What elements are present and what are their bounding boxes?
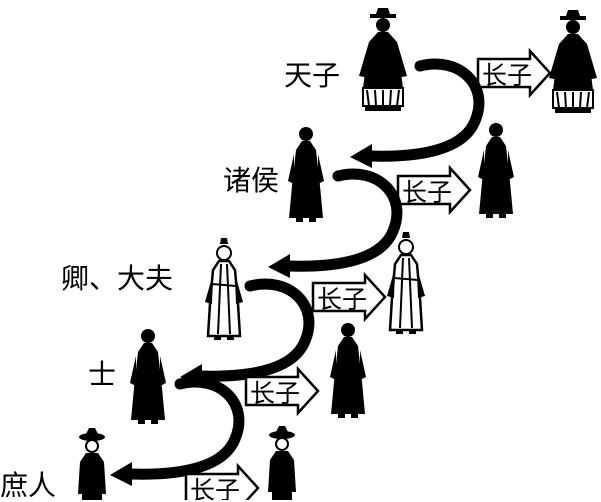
successor-label-tianzi: 长子 (482, 61, 532, 90)
rank-label-tianzi: 天子 (284, 59, 341, 92)
descent-arrow-4 (110, 382, 239, 486)
successor-label-shuren: 长子 (190, 476, 240, 500)
feudal-lord-heir-figure (478, 123, 514, 218)
successor-label-shi: 长子 (250, 379, 300, 408)
minister-figure (203, 236, 245, 342)
feudal-lord-figure (288, 127, 324, 222)
rank-label-qing-dafu: 卿、大夫 (61, 262, 174, 295)
successor-label-qing-dafu: 长子 (317, 285, 367, 314)
descent-arrow-3 (180, 284, 309, 388)
descent-arrow-2 (268, 174, 397, 278)
minister-heir-figure (385, 230, 427, 336)
rank-label-shuren: 庶人 (0, 469, 57, 502)
emperor-heir-figure (548, 9, 598, 114)
emperor-figure (358, 7, 408, 112)
scholar-figure (130, 329, 166, 424)
rank-label-shi: 士 (88, 358, 117, 391)
commoner-figure (77, 427, 107, 500)
rank-label-zhuhou: 诸侯 (223, 164, 280, 197)
scholar-heir-figure (330, 323, 366, 418)
successor-label-zhuhou: 长子 (402, 178, 452, 207)
commoner-heir-figure (267, 425, 297, 500)
